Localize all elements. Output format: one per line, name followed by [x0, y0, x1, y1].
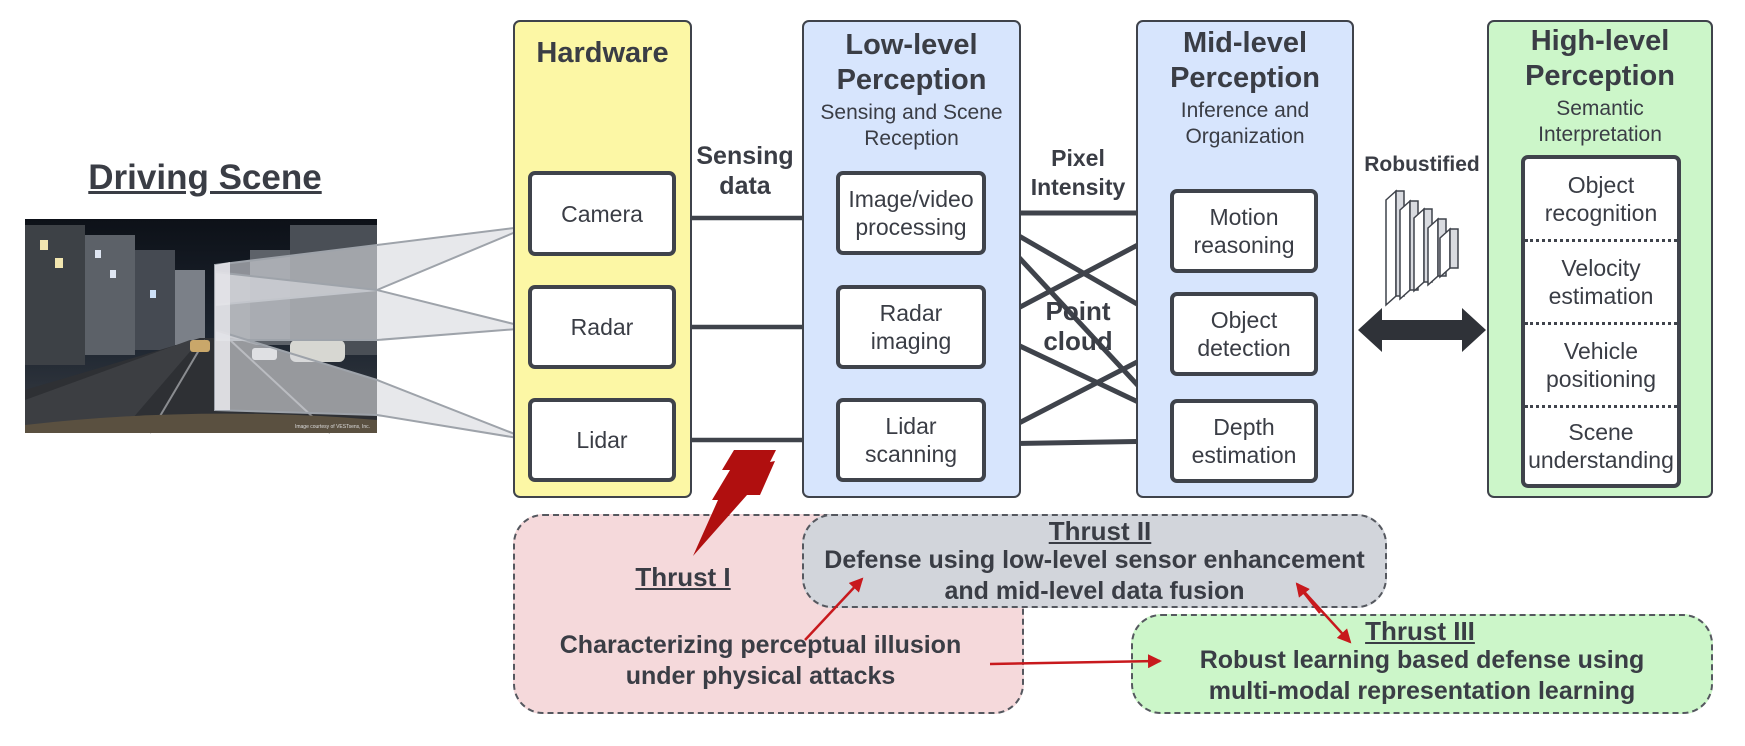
- low-level-subtitle: Sensing and Scene Reception: [820, 101, 1003, 150]
- thrust-two-description: Defense using low-level sensor enhanceme…: [824, 546, 1365, 605]
- high-level-title: High-level Perception: [1525, 25, 1675, 92]
- thrust-three-title: Thrust III: [1365, 616, 1475, 646]
- mid-level-subtitle: Inference and Organization: [1180, 99, 1310, 148]
- thrust-two-title: Thrust II: [1048, 516, 1152, 546]
- thrust-two-box: [802, 514, 1387, 608]
- robustified-stack-icon: [1385, 189, 1459, 307]
- lidar-box: Lidar: [528, 398, 676, 482]
- driving-scene-title: Driving Scene: [88, 158, 322, 197]
- camera-label: Camera: [561, 200, 643, 227]
- mid-level-title: Mid-level Perception: [1170, 27, 1320, 94]
- sensor-beams: [214, 225, 531, 441]
- image-credit: Image courtesy of VESTsens, Inc.: [295, 424, 370, 430]
- radar-label: Radar: [570, 314, 634, 340]
- hardware-title: Hardware: [536, 37, 669, 69]
- radar-box: Radar: [528, 285, 676, 369]
- low-level-title: Low-level Perception: [836, 29, 987, 96]
- robustified-label: Robustified: [1364, 153, 1480, 176]
- camera-box: Camera: [528, 171, 676, 256]
- high-level-subtitle: Semantic Interpretation: [1538, 97, 1662, 146]
- lidar-label: Lidar: [576, 427, 628, 453]
- bidirectional-arrow: [1358, 308, 1486, 352]
- thrust-three-box: [1131, 614, 1713, 714]
- thrust-one-title: Thrust I: [635, 562, 731, 592]
